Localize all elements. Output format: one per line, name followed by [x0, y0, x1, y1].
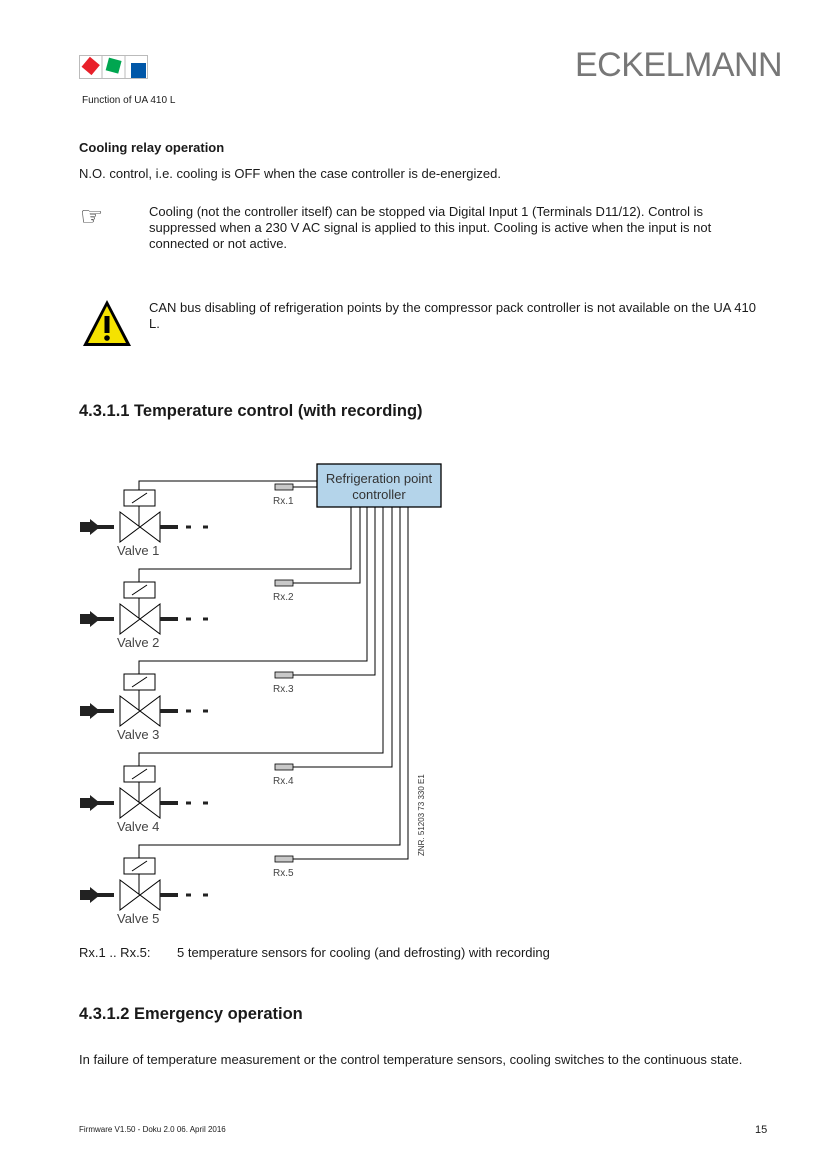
valve-symbol: [119, 695, 161, 727]
pipe-dash: [203, 709, 208, 713]
solenoid-slash: [131, 768, 148, 780]
sensor-label: Rx.5: [273, 868, 294, 879]
sensor-label: Rx.1: [273, 496, 294, 507]
legend-key: Rx.1 .. Rx.5:: [79, 945, 151, 960]
solenoid-slash: [131, 676, 148, 688]
valve-wire: [138, 507, 368, 674]
legend-value: 5 temperature sensors for cooling (and d…: [177, 945, 550, 960]
temperature-sensor: [274, 763, 294, 771]
page-number: 15: [755, 1124, 768, 1136]
pipe-dash: [186, 893, 191, 897]
footer-version: Firmware V1.50 - Doku 2.0 06. April 2016: [79, 1125, 226, 1134]
flow-arrow-icon: [90, 611, 100, 627]
controller-box: [316, 463, 442, 508]
valve-wire: [138, 480, 317, 490]
flow-arrow-icon: [90, 519, 100, 535]
outlet-pipe: [160, 801, 178, 805]
valve-3: Valve 3 Rx.3: [80, 507, 376, 742]
sensor-wire: [293, 507, 393, 768]
sensor-label: Rx.3: [273, 684, 294, 695]
pipe-dash: [203, 801, 208, 805]
note-text: Cooling (not the controller itself) can …: [149, 204, 712, 251]
sensor-label: Rx.2: [273, 592, 294, 603]
pipe-dash: [203, 893, 208, 897]
pipe-dash: [203, 525, 208, 529]
section-heading-temperature-control: 4.3.1.1 Temperature control (with record…: [79, 402, 423, 420]
valve-5: Valve 5 Rx.5: [80, 507, 409, 926]
temperature-sensor: [274, 855, 294, 863]
valve-wire: [138, 507, 384, 766]
valve-symbol: [119, 511, 161, 543]
valve-label: Valve 4: [117, 819, 159, 834]
flow-arrow-tail: [80, 522, 92, 532]
pipe-dash: [186, 709, 191, 713]
valve-label: Valve 3: [117, 727, 159, 742]
section-heading-emergency-operation: 4.3.1.2 Emergency operation: [79, 1005, 303, 1023]
pipe-dash: [203, 617, 208, 621]
flow-arrow-icon: [90, 795, 100, 811]
valve-2: Valve 2 Rx.2: [80, 507, 361, 650]
outlet-pipe: [160, 525, 178, 529]
valve-1: Valve 1 Rx.1: [80, 480, 317, 558]
outlet-pipe: [160, 709, 178, 713]
sensor-wire: [293, 507, 376, 676]
sensor-wire: [293, 507, 361, 584]
valve-symbol: [119, 787, 161, 819]
warning-text: CAN bus disabling of refrigeration point…: [149, 300, 756, 331]
valve-label: Valve 2: [117, 635, 159, 650]
flow-arrow-icon: [90, 887, 100, 903]
temperature-sensor: [274, 483, 294, 491]
header-subtitle: Function of UA 410 L: [82, 95, 176, 106]
emergency-text: In failure of temperature measurement or…: [79, 1052, 743, 1067]
brand-wordmark: ECKELMANN: [575, 46, 783, 84]
outlet-pipe: [160, 617, 178, 621]
flow-arrow-tail: [80, 706, 92, 716]
controller-label: Refrigeration point: [326, 471, 433, 486]
valve-wire: [138, 507, 401, 858]
valve-symbol: [119, 603, 161, 635]
flow-arrow-tail: [80, 798, 92, 808]
solenoid-slash: [131, 860, 148, 872]
valve-label: Valve 1: [117, 543, 159, 558]
valve-label: Valve 5: [117, 911, 159, 926]
flow-arrow-tail: [80, 890, 92, 900]
relay-heading: Cooling relay operation: [79, 140, 225, 155]
valve-symbol: [119, 879, 161, 911]
eckelmann-logo: [79, 55, 148, 79]
valve-wire: [138, 507, 352, 582]
pipe-dash: [186, 617, 191, 621]
sensor-wire: [293, 507, 409, 860]
temperature-sensor: [274, 579, 294, 587]
solenoid-slash: [131, 492, 148, 504]
temperature-sensor: [274, 671, 294, 679]
pipe-dash: [186, 801, 191, 805]
valve-4: Valve 4 Rx.4: [80, 507, 393, 834]
outlet-pipe: [160, 893, 178, 897]
pipe-dash: [186, 525, 191, 529]
warning-icon: [83, 300, 131, 346]
flow-arrow-tail: [80, 614, 92, 624]
sensor-label: Rx.4: [273, 776, 294, 787]
controller-label: controller: [352, 487, 406, 502]
pointing-hand-icon: ☞: [80, 201, 104, 231]
solenoid-slash: [131, 584, 148, 596]
flow-arrow-icon: [90, 703, 100, 719]
relay-text: N.O. control, i.e. cooling is OFF when t…: [79, 166, 501, 181]
drawing-number: ZNR. 51203 73 330 E1: [417, 774, 426, 856]
